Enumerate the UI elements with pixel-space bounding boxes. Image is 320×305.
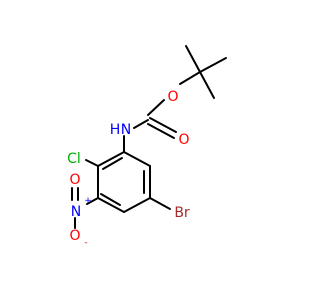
- molecule-drawing: O O H N Cl N + O O - Br: [67, 45, 227, 248]
- bond: [102, 157, 123, 170]
- bond: [149, 117, 177, 133]
- atom-label: Br: [174, 205, 190, 221]
- atom-label: H: [110, 122, 121, 138]
- bond: [123, 151, 151, 167]
- atom-label: N: [71, 204, 81, 220]
- bond: [149, 197, 171, 210]
- bond: [147, 99, 165, 116]
- charge-label: +: [84, 196, 92, 206]
- bond: [97, 197, 125, 213]
- bond: [123, 197, 151, 213]
- atom-label: O: [178, 132, 189, 148]
- bond: [199, 71, 215, 99]
- bond: [133, 119, 149, 129]
- bond: [97, 151, 125, 167]
- bond: [147, 123, 175, 139]
- atom-label: N: [121, 122, 131, 138]
- structure-diagram: O O H N Cl N + O O - Br: [67, 45, 227, 248]
- atom-label: O: [69, 228, 80, 244]
- bond: [85, 159, 99, 167]
- charge-label: -: [84, 238, 87, 248]
- bond: [199, 57, 227, 73]
- bond: [179, 71, 201, 85]
- bond: [100, 193, 121, 206]
- atom-label: Cl: [67, 151, 81, 167]
- bond: [86, 197, 99, 205]
- atom-label: O: [167, 89, 178, 105]
- bond: [185, 45, 201, 73]
- atom-label: O: [69, 172, 80, 188]
